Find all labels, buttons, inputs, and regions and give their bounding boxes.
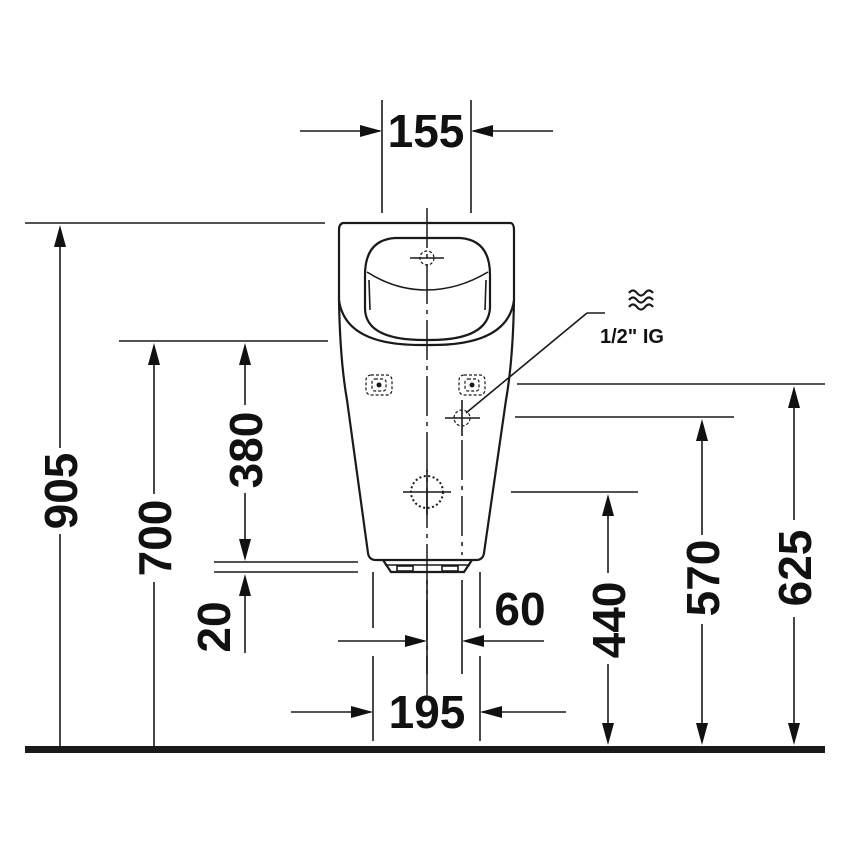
dimension-outlet-offset: 60 — [338, 580, 546, 674]
dimension-outlet-height: 440 — [511, 491, 638, 745]
bowl-opening — [363, 236, 492, 342]
dimension-rim-height: 700 — [119, 340, 328, 746]
dimension-bottom-gap: 20 — [188, 561, 358, 653]
dimension-label-380: 380 — [220, 412, 272, 489]
dimension-mount-height: 570 — [515, 416, 734, 745]
water-waves-icon — [628, 289, 654, 311]
mounting-bracket-left-icon — [365, 374, 393, 396]
dimension-top-width: 155 — [300, 100, 553, 213]
dimension-base-width: 195 — [291, 572, 566, 741]
mounting-bracket-right-icon — [458, 374, 486, 396]
dimension-label-total-height: 905 — [35, 453, 87, 530]
water-supply-label: 1/2" IG — [600, 326, 664, 348]
bowl-lip — [366, 271, 489, 291]
dimension-label-rim-height: 700 — [129, 500, 181, 577]
dimension-label-supply-height: 625 — [769, 530, 821, 607]
dimension-label-top-width: 155 — [388, 105, 465, 157]
dimension-total-height: 905 — [25, 222, 325, 746]
dimension-label-mount-height: 570 — [677, 540, 729, 617]
dimension-label-bottom-gap: 20 — [188, 601, 240, 652]
urinal-body — [337, 221, 516, 574]
water-inlet-marker — [445, 400, 480, 436]
water-supply-callout: 1/2" IG — [465, 289, 664, 414]
bowl-rim-lower — [337, 299, 516, 347]
dimension-380: 380 — [220, 343, 272, 561]
dimension-label-base-width: 195 — [389, 686, 466, 738]
dimension-supply-height: 625 — [517, 383, 825, 745]
dimension-label-outlet-height: 440 — [583, 582, 635, 659]
floor-line — [25, 746, 825, 753]
dimension-label-outlet-offset: 60 — [494, 583, 545, 635]
